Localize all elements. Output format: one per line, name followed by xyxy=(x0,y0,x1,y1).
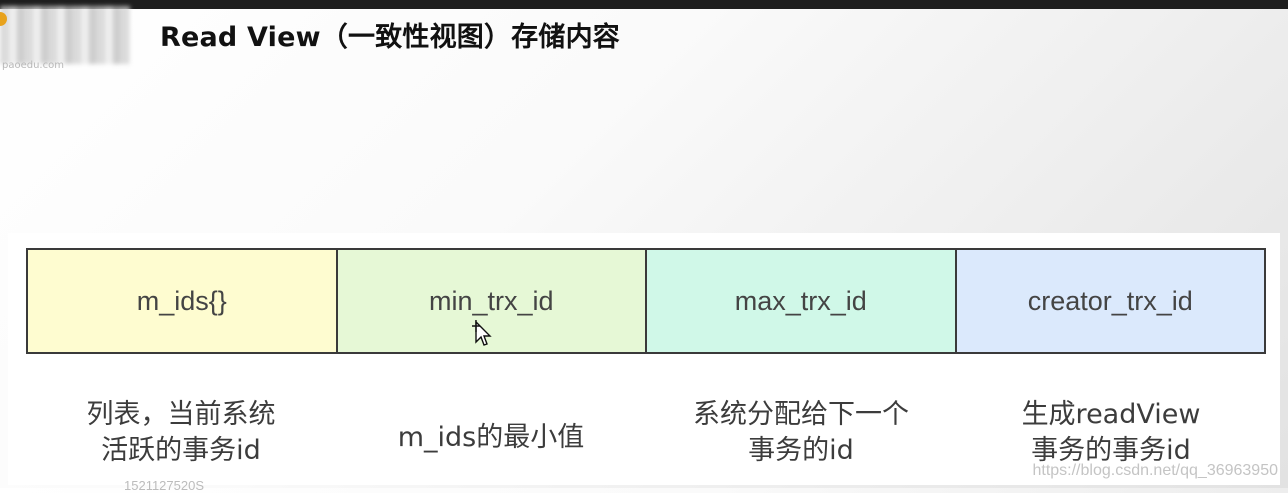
source-watermark: https://blog.csdn.net/qq_36963950 xyxy=(1032,462,1278,480)
bottom-id-text: 1521127520S xyxy=(124,478,204,493)
description-min-trx-id: m_ids的最小值 xyxy=(336,388,646,478)
field-cell-max-trx-id: max_trx_id xyxy=(647,250,957,352)
description-line: m_ids的最小值 xyxy=(398,420,585,456)
top-strip xyxy=(0,0,1288,9)
logo-subtext: paoedu.com xyxy=(2,60,64,71)
description-max-trx-id: 系统分配给下一个 事务的id xyxy=(646,388,956,478)
description-line: 列表，当前系统 xyxy=(87,397,276,433)
description-m-ids: 列表，当前系统 活跃的事务id xyxy=(26,388,336,478)
page-title: Read View（一致性视图）存储内容 xyxy=(160,15,620,54)
read-view-field-row: m_ids{} min_trx_id max_trx_id creator_tr… xyxy=(26,248,1266,354)
description-line: 系统分配给下一个 xyxy=(693,397,909,433)
mouse-cursor-icon xyxy=(470,318,492,348)
blurred-logo xyxy=(0,6,130,64)
field-cell-min-trx-id: min_trx_id xyxy=(338,250,648,352)
description-line: 生成readView xyxy=(1022,397,1201,433)
description-line: 活跃的事务id xyxy=(87,433,276,469)
field-cell-m-ids: m_ids{} xyxy=(28,250,338,352)
field-cell-creator-trx-id: creator_trx_id xyxy=(957,250,1265,352)
description-line: 事务的id xyxy=(693,433,909,469)
